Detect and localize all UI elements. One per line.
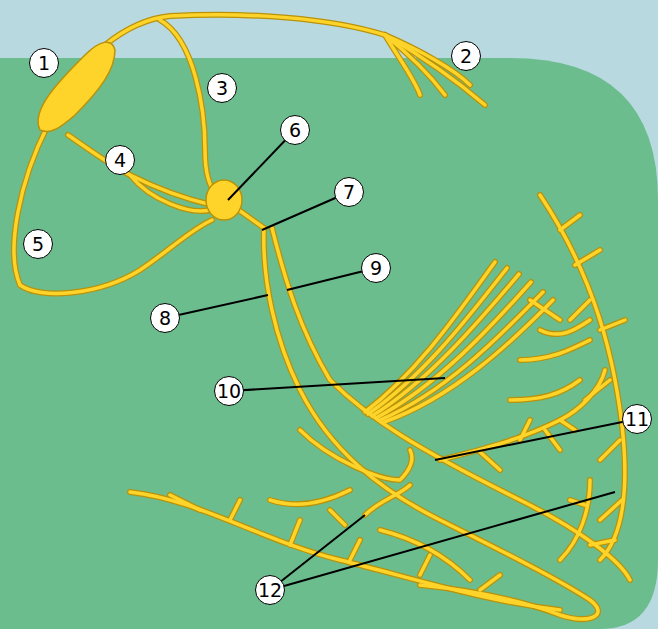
callout-number: 10 — [214, 376, 244, 406]
leader-line — [435, 419, 637, 460]
leader-line — [229, 378, 445, 391]
ganglion — [206, 180, 242, 220]
callout-number: 7 — [334, 177, 364, 207]
leader-line — [270, 492, 615, 590]
callout-number: 5 — [23, 229, 53, 259]
nerve-fiber-outline — [14, 15, 630, 619]
callout-number: 6 — [280, 115, 310, 145]
leader-line — [270, 515, 365, 590]
callout-number: 8 — [150, 303, 180, 333]
nerve-fiber — [14, 15, 630, 619]
callout-number: 1 — [29, 48, 59, 78]
callout-number: 9 — [361, 253, 391, 283]
callout-number: 3 — [207, 73, 237, 103]
callout-number: 4 — [105, 145, 135, 175]
callout-number: 2 — [451, 41, 481, 71]
callout-number: 12 — [255, 575, 285, 605]
tissue-region — [0, 58, 658, 629]
callout-number: 11 — [622, 404, 652, 434]
leader-line — [165, 295, 268, 318]
